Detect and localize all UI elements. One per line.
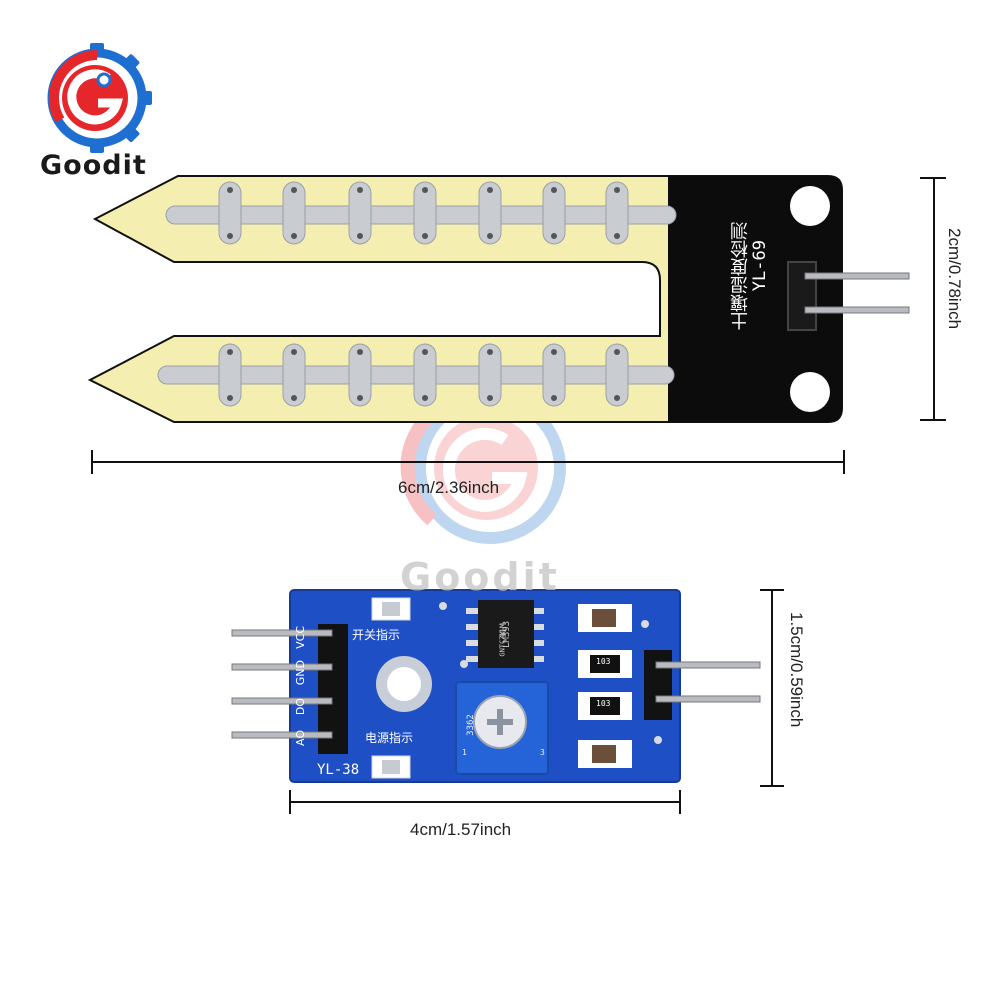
smd-components: [439, 602, 662, 768]
resistor-label: 103: [596, 657, 611, 666]
pin-label-vcc: VCC: [294, 626, 307, 649]
probe-cn-label: 土壤湿度检测: [730, 222, 751, 330]
probe-pads-upper: [218, 181, 629, 407]
probe-height-dimension: [920, 177, 946, 421]
probe-head: [668, 176, 842, 422]
pot-pin3-label: 3: [540, 748, 545, 757]
resistor-label: 103: [596, 699, 611, 708]
pin-label-do: DO: [294, 698, 307, 716]
probe-board: [87, 175, 910, 423]
logo-brand-name: Goodit: [40, 150, 147, 181]
pot-pin1-label: 1: [462, 748, 467, 757]
switch-indicator-label: 开关指示: [352, 628, 401, 642]
probe-pad-holes: [227, 187, 620, 401]
probe-width-label: 6cm/2.36inch: [398, 478, 500, 497]
pin-label-gnd: GND: [294, 660, 307, 686]
logo-g-icon: [67, 69, 123, 125]
module-left-pins: [231, 629, 333, 739]
probe-width-dimension: [91, 450, 845, 474]
resistor-label: 103: [619, 611, 630, 618]
pin-label-ao: AO: [294, 730, 307, 746]
watermark-brand-name: Goodit: [400, 555, 560, 599]
module-board: [231, 589, 761, 783]
lm393-chip: [466, 600, 544, 668]
module-width-dimension: [289, 790, 681, 814]
probe-height-label: 2cm/0.78inch: [945, 228, 964, 330]
power-indicator-label: 电源指示: [365, 731, 414, 745]
module-right-header: [644, 650, 672, 720]
module-model-label: YL-38: [317, 762, 360, 778]
logo-gear-icon: [47, 43, 152, 153]
module-height-label: 1.5cm/0.59inch: [787, 612, 806, 728]
potentiometer[interactable]: [455, 681, 549, 775]
module-height-dimension: [760, 589, 784, 787]
goodit-logo: [47, 43, 152, 153]
probe-connector: [787, 261, 817, 331]
mount-hole-icon: [790, 186, 830, 226]
module-width-label: 4cm/1.57inch: [410, 820, 512, 839]
chip-sub2: GNTC7M: [498, 631, 507, 657]
probe-pin: [804, 272, 910, 280]
module-right-pins: [655, 661, 761, 703]
pot-model-label: 3362: [465, 714, 476, 736]
probe-pin: [804, 306, 910, 314]
mount-hole-icon: [790, 372, 830, 412]
